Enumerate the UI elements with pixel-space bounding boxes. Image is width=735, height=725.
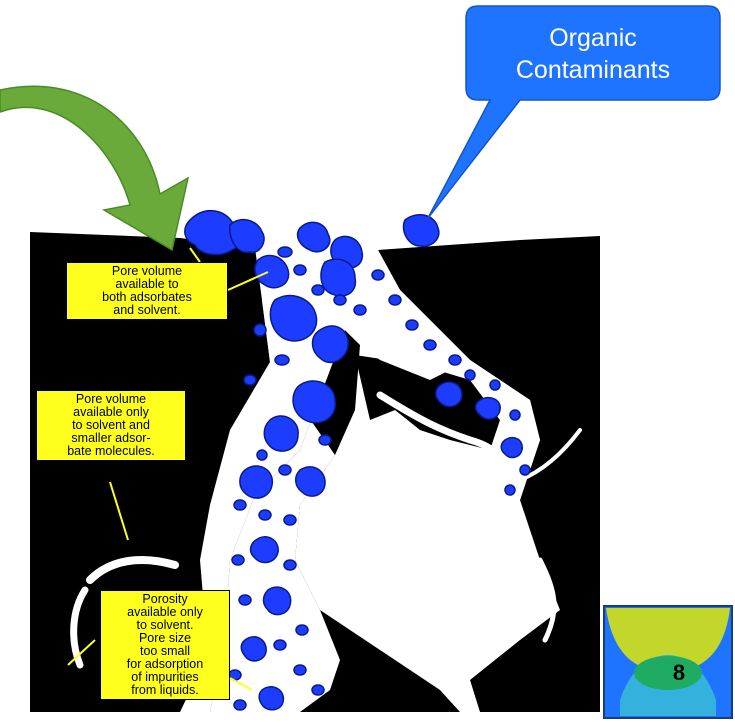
label-micropore-line8: from liquids. — [104, 684, 226, 697]
slide-number: 8 — [659, 660, 699, 686]
label-macropore: Pore volume available to both adsorbates… — [66, 262, 228, 320]
callout-line2: Contaminants — [466, 54, 720, 86]
label-mesopore-line5: bate molecules. — [40, 445, 182, 458]
label-macropore-line4: and solvent. — [70, 304, 224, 317]
green-curved-arrow — [0, 86, 188, 250]
label-mesopore: Pore volume available only to solvent an… — [36, 390, 186, 461]
label-micropore: Porosity available only to solvent. Pore… — [100, 590, 230, 700]
callout-label: Organic Contaminants — [466, 22, 720, 86]
callout-line1: Organic — [466, 22, 720, 54]
